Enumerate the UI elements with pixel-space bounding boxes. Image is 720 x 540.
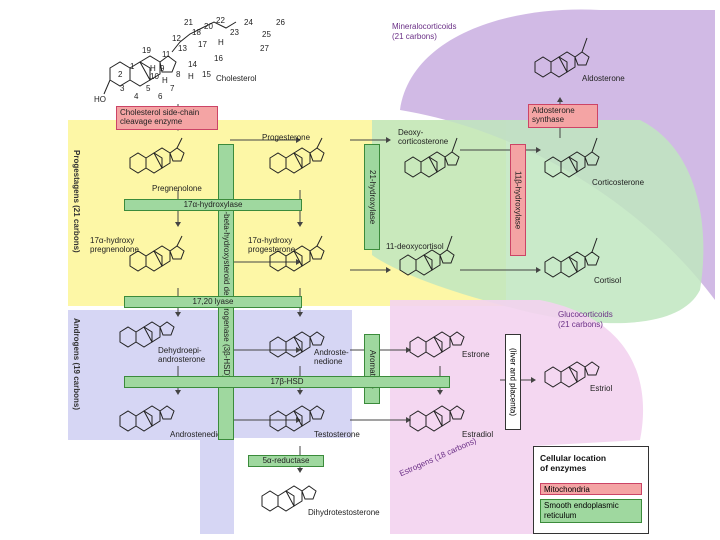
- dht-label: Dihydrotestosterone: [308, 508, 380, 517]
- hydrogen-label: H: [162, 76, 168, 85]
- carbon-number: 12: [172, 34, 181, 43]
- deoxycortisol-label: 11-deoxycortisol: [386, 242, 444, 251]
- progesterone-label: Progesterone: [262, 133, 311, 142]
- cholesterol-rings: [103, 21, 237, 95]
- testosterone-label: Testosterone: [314, 430, 360, 439]
- carbon-number: 20: [204, 22, 213, 31]
- pregnenolone-label: Pregnenolone: [152, 184, 202, 193]
- estradiol-label: Estradiol: [462, 430, 494, 439]
- deoxycorticosterone-label: Deoxy-corticosterone: [398, 128, 449, 146]
- deoxycortisol-rings: [399, 235, 455, 276]
- aldosterone-rings: [534, 37, 590, 78]
- carbon-number: 15: [202, 70, 211, 79]
- progestagens-label: Progestagens (21 carbons): [72, 150, 81, 253]
- carbon-number: 27: [260, 44, 269, 53]
- carbon-number: 23: [230, 28, 239, 37]
- progesterone-rings: [269, 137, 325, 174]
- legend-mitochondria: Mitochondria: [540, 483, 642, 495]
- hsd17b-box: 17β-HSD: [124, 376, 450, 388]
- reductase-box: 5α-reductase: [248, 455, 324, 467]
- hydroxypregnenolone-rings: [129, 235, 185, 272]
- hsd3b-enzyme-box: 3-beta-hydroxysteroid dehydrogenase (3β-…: [218, 144, 234, 440]
- ho-label: HO: [94, 95, 106, 104]
- hydroxylase11b-box: 11β-hydroxylase: [510, 144, 526, 256]
- carbon-number: 24: [244, 18, 253, 27]
- dht-rings: [261, 485, 317, 512]
- liver-placenta-box: (liver and placenta): [505, 334, 521, 430]
- androgens-label: Androgens (19 carbons): [72, 318, 81, 411]
- androstenediol-label: Androstenediol: [170, 430, 224, 439]
- estrone-label: Estrone: [462, 350, 490, 359]
- estrone-rings: [409, 331, 465, 358]
- carbon-number: 8: [176, 70, 181, 79]
- estradiol-rings: [409, 405, 465, 432]
- carbon-number: 4: [134, 92, 139, 101]
- molecule-rings: [103, 21, 600, 512]
- carbon-number: 1: [130, 62, 135, 71]
- carbon-number: 7: [170, 84, 175, 93]
- aldosterone-label: Aldosterone: [582, 74, 625, 83]
- carbon-number: 9: [160, 64, 165, 73]
- carbon-number: 26: [276, 18, 285, 27]
- carbon-number: 17: [198, 40, 207, 49]
- cholesterol-label: Cholesterol: [216, 74, 257, 83]
- estriol-label: Estriol: [590, 384, 613, 393]
- carbon-number: 2: [118, 70, 123, 79]
- dhea-rings: [119, 321, 175, 348]
- carbon-number: 18: [192, 28, 201, 37]
- deoxycorticosterone-rings: [404, 137, 460, 178]
- hydroxyprogesterone-rings: [269, 235, 325, 272]
- pregnenolone-rings: [129, 137, 185, 174]
- carbon-number: 5: [146, 84, 151, 93]
- hydrogen-label: H: [150, 64, 156, 73]
- hydroxylase17a-box: 17α-hydroxylase: [124, 199, 302, 211]
- mineralocorticoids-title: Mineralocorticoids(21 carbons): [392, 22, 457, 41]
- carbon-number: 16: [214, 54, 223, 63]
- carbon-number: 25: [262, 30, 271, 39]
- carbon-number: 21: [184, 18, 193, 27]
- aromatase-box: Aromatase: [364, 334, 380, 404]
- carbon-number: 19: [142, 46, 151, 55]
- cortisol-label: Cortisol: [594, 276, 622, 285]
- hydroxylase21-box: 21-hydroxylase: [364, 144, 380, 250]
- corticosterone-rings: [544, 137, 600, 178]
- androgen-region: [68, 310, 352, 534]
- carbon-number: 6: [158, 92, 163, 101]
- hydrogen-label: H: [218, 38, 224, 47]
- lyase-box: 17,20 lyase: [124, 296, 302, 308]
- carbon-number: 11: [162, 50, 171, 59]
- carbon-number: 10: [150, 72, 159, 81]
- carbon-number: 14: [188, 60, 197, 69]
- estriol-rings: [544, 361, 600, 388]
- corticosterone-label: Corticosterone: [592, 178, 645, 187]
- glucocorticoid-region: [372, 120, 704, 324]
- cortisol-rings: [544, 237, 600, 278]
- carbon-number: 3: [120, 84, 125, 93]
- hydrogen-label: H: [188, 72, 194, 81]
- carbon-number: 22: [216, 16, 225, 25]
- carbon-number: 13: [178, 44, 187, 53]
- androstenedione-label: Androste-nedione: [314, 348, 349, 366]
- arrow-heads: [175, 97, 563, 473]
- androstenediol-rings: [119, 405, 175, 432]
- glucocorticoids-title: Glucocorticoids(21 carbons): [558, 310, 613, 329]
- androstenedione-rings: [269, 331, 325, 358]
- dhea-label: Dehydroepi-androsterone: [158, 346, 206, 364]
- testosterone-rings: [269, 405, 325, 432]
